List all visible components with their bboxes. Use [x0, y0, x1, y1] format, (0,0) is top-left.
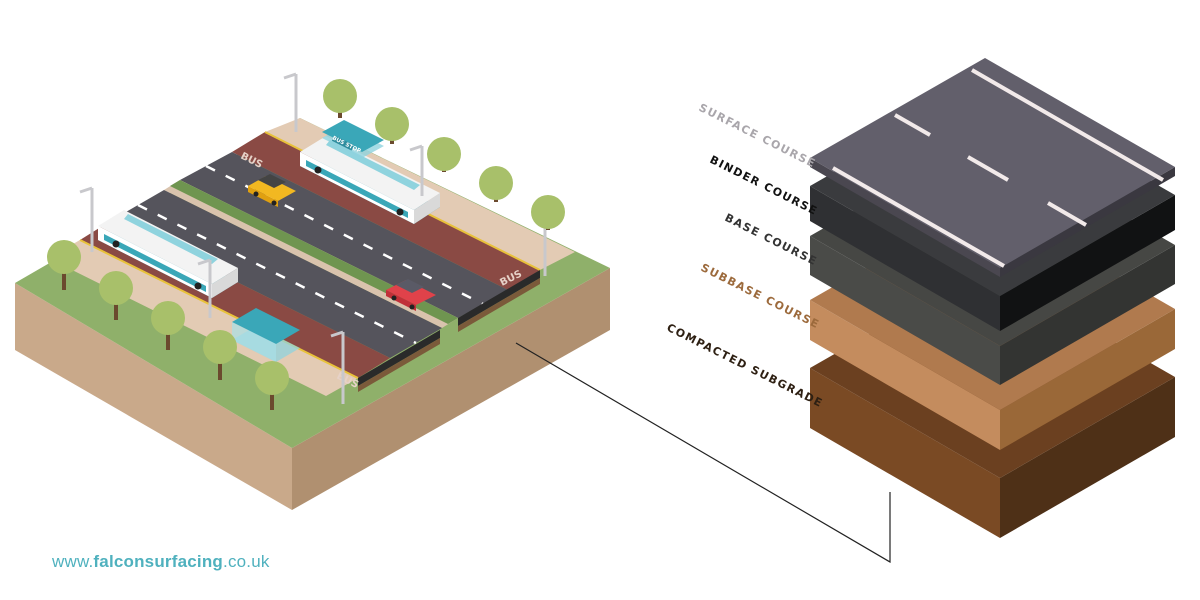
layer-labels: SURFACE COURSE BINDER COURSE BASE COURSE…: [665, 101, 826, 410]
website-url[interactable]: www.falconsurfacing.co.uk: [52, 552, 270, 572]
label-subbase-course: SUBBASE COURSE: [699, 261, 822, 331]
near-road-cut-subbase: [358, 338, 440, 392]
tree: [151, 301, 185, 350]
near-lane-markings: [137, 203, 417, 345]
ground-block-left-face: [15, 283, 292, 510]
trees: [47, 79, 565, 410]
far-bus: [300, 136, 440, 224]
website-suffix: .co.uk: [223, 552, 270, 571]
ground-block-right-face: [292, 268, 610, 510]
tree: [479, 166, 513, 202]
website-prefix: www.: [52, 552, 94, 571]
yellow-taxi: [248, 174, 296, 207]
tree: [531, 195, 565, 230]
surface-centre-dash: [894, 113, 931, 137]
isometric-road-scene: BUS BUS BUS BUS STOP: [15, 72, 610, 510]
pavement-layer-stack: [810, 58, 1175, 538]
surface-edge-line: [832, 166, 1005, 268]
far-road-cut-subbase: [458, 278, 540, 332]
central-reservation-hedge: [170, 180, 458, 324]
tree: [203, 330, 237, 380]
label-compacted-subgrade: COMPACTED SUBGRADE: [665, 321, 826, 410]
layer-surface-course: [810, 58, 1175, 277]
website-brand: falconsurfacing: [93, 552, 224, 571]
surface-centre-dash: [967, 155, 1009, 182]
tree: [99, 271, 133, 320]
near-kerb-line: [79, 239, 359, 379]
tree: [255, 361, 289, 410]
near-bus: [98, 210, 238, 298]
tree: [375, 107, 409, 144]
tree: [427, 137, 461, 172]
surface-centre-dash: [1046, 201, 1088, 227]
callout-leader-line: [515, 342, 891, 564]
near-bus-stop-shelter: [232, 308, 300, 362]
near-road-cut-section: [358, 330, 440, 386]
red-car: [386, 279, 436, 311]
tree: [47, 240, 81, 290]
tree: [323, 79, 357, 118]
far-bus-lane: [232, 132, 540, 290]
far-road-cut-section: [458, 270, 540, 326]
label-base-course: BASE COURSE: [723, 211, 820, 268]
surface-edge-line: [971, 68, 1164, 182]
